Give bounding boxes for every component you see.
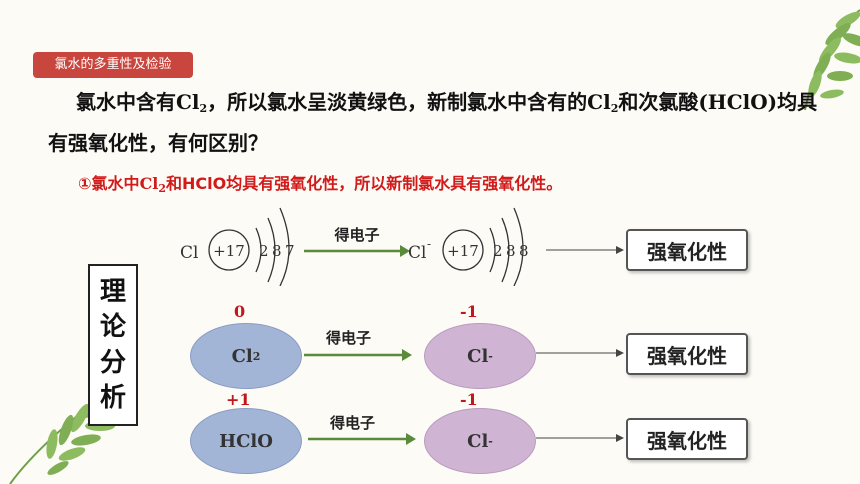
cl-ion-shell-electrons-2: 8	[506, 242, 516, 260]
atom-result-arrow-head-icon	[616, 246, 624, 254]
question-text: 氯水中含有Cl2，所以氯水呈淡黄绿色，新制氯水中含有的Cl2和次氯酸(HClO)…	[48, 90, 818, 155]
cl-ion-nucleus	[442, 229, 484, 271]
theory-analysis-label: 理 论 分 析	[88, 264, 138, 426]
cl-shell-3	[279, 207, 290, 286]
cl2-charge-right: -1	[460, 302, 478, 321]
topic-tag: 氯水的多重性及检验	[33, 52, 193, 78]
cl-shell-2	[267, 217, 276, 283]
atom-arrow-head-icon	[400, 245, 410, 257]
hclo-result-arrow	[536, 434, 624, 442]
answer-text: ①氯水中Cl2和HClO均具有强氧化性，所以新制氯水具有强氧化性。	[78, 174, 563, 195]
hclo-ellipse: HClO	[190, 408, 302, 474]
hclo-arrow	[308, 433, 416, 445]
cl-ion-shell-electrons-3: 8	[519, 242, 529, 260]
result-box-cl2: 强氧化性	[626, 333, 748, 375]
cl-shell-1	[255, 227, 262, 273]
cl2-charge-left: 0	[234, 302, 246, 321]
cl-ion-shell-electrons-1: 2	[493, 242, 503, 260]
hclo-arrow-label: 得电子	[330, 414, 376, 432]
cl-ion-shell-1	[489, 227, 496, 273]
cl-shell-electrons-3: 7	[285, 242, 295, 260]
cl-atom-symbol: Cl	[180, 243, 198, 263]
cl2-arrow	[304, 349, 412, 361]
atom-structure-diagram: Cl +17 2 8 7 得电子 Cl - +17 2 8 8	[180, 207, 624, 286]
cl-nucleus	[208, 229, 250, 271]
cl-ion-charge-sup: -	[427, 237, 431, 251]
cl2-arrow-label: 得电子	[326, 329, 372, 347]
result-box-hclo: 强氧化性	[626, 418, 748, 460]
cl-shell-electrons-1: 2	[259, 242, 269, 260]
atom-arrow-label: 得电子	[333, 226, 379, 244]
cl-nucleus-charge: +17	[213, 242, 245, 260]
result-box-atom: 强氧化性	[626, 229, 748, 271]
cl-ion-nucleus-charge: +17	[447, 242, 479, 260]
hclo-charge-left: +1	[226, 390, 251, 409]
hclo-charge-right: -1	[460, 390, 478, 409]
cl-ion-shell-3	[513, 207, 524, 286]
cl-ion-symbol: Cl	[408, 243, 426, 263]
leaf-decoration-top-right-icon	[804, 9, 860, 111]
cl-ion-shell-2	[501, 217, 510, 283]
cl2-product-ellipse: Cl-	[424, 323, 536, 389]
cl2-result-arrow	[536, 349, 624, 357]
cl-shell-electrons-2: 8	[272, 242, 282, 260]
hclo-product-ellipse: Cl-	[424, 408, 536, 474]
